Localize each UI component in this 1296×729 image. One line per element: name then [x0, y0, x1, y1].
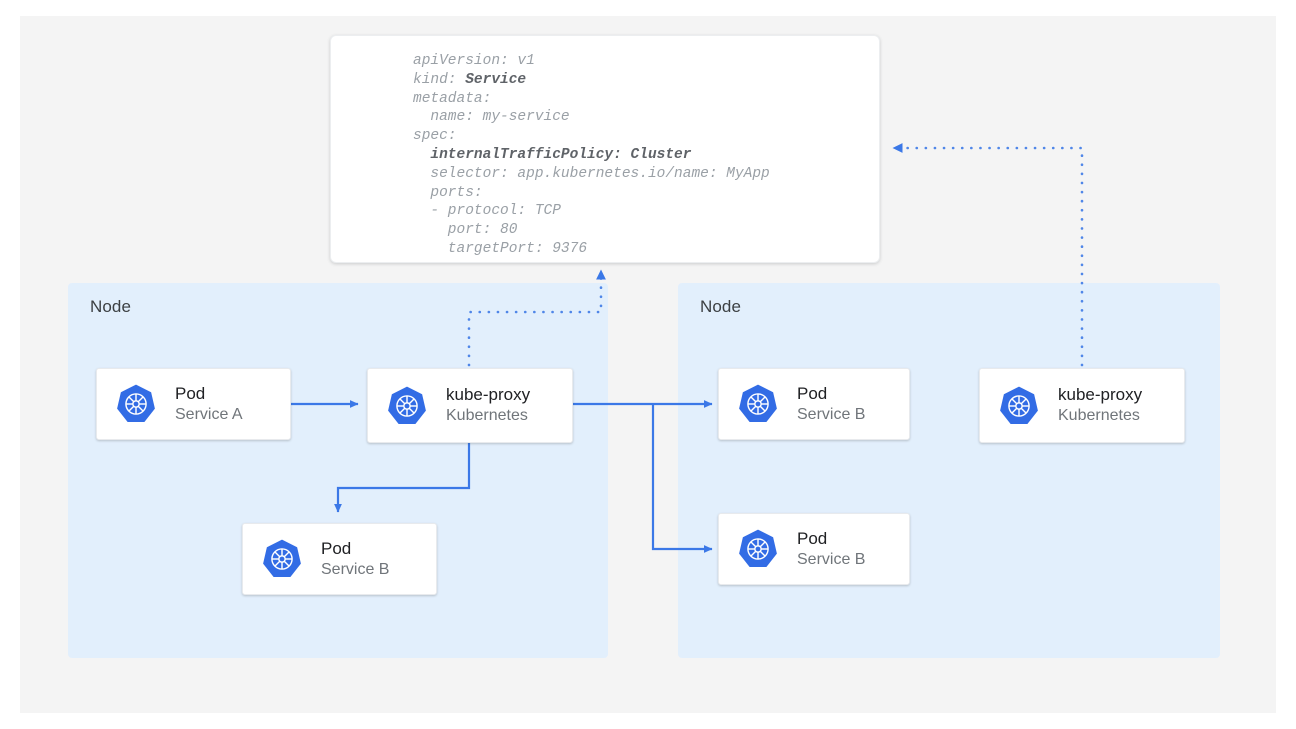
- card-subtitle: Service B: [321, 560, 390, 578]
- card-text: kube-proxy Kubernetes: [446, 385, 530, 425]
- kubernetes-icon: [998, 385, 1040, 427]
- card-title: kube-proxy: [1058, 385, 1143, 405]
- card-kube-proxy-left[interactable]: kube-proxy Kubernetes: [367, 368, 573, 443]
- card-subtitle: Service B: [797, 405, 866, 423]
- card-pod-service-a[interactable]: Pod Service A: [96, 368, 291, 440]
- card-kube-proxy-right[interactable]: kube-proxy Kubernetes: [979, 368, 1185, 443]
- card-title: Pod: [797, 528, 828, 548]
- card-text: Pod Service B: [797, 529, 865, 569]
- card-title: kube-proxy: [446, 385, 531, 405]
- card-text: Pod Service B: [797, 384, 865, 424]
- kubernetes-icon: [737, 383, 779, 425]
- card-pod-service-b-right-1[interactable]: Pod Service B: [718, 368, 910, 440]
- node-zone-right: Node: [678, 283, 1220, 658]
- kubernetes-icon: [115, 383, 157, 425]
- node-zone-left: Node: [68, 283, 608, 658]
- card-title: Pod: [175, 383, 206, 403]
- kubernetes-icon: [737, 528, 779, 570]
- card-pod-service-b-right-2[interactable]: Pod Service B: [718, 513, 910, 585]
- card-title: Pod: [321, 538, 352, 558]
- card-subtitle: Kubernetes: [446, 407, 528, 425]
- card-pod-service-b-left[interactable]: Pod Service B: [242, 523, 437, 595]
- card-text: kube-proxy Kubernetes: [1058, 385, 1142, 425]
- card-text: Pod Service A: [175, 384, 243, 424]
- card-subtitle: Service A: [175, 405, 243, 423]
- node-label-left: Node: [90, 297, 132, 316]
- kubernetes-icon: [386, 385, 428, 427]
- service-yaml-code: apiVersion: v1 kind: Service metadata: n…: [413, 53, 770, 257]
- card-title: Pod: [797, 383, 828, 403]
- node-label-right: Node: [700, 297, 742, 316]
- card-text: Pod Service B: [321, 539, 389, 579]
- kubernetes-icon: [261, 538, 303, 580]
- card-subtitle: Service B: [797, 550, 866, 568]
- service-yaml-card: apiVersion: v1 kind: Service metadata: n…: [330, 35, 880, 263]
- card-subtitle: Kubernetes: [1058, 407, 1140, 425]
